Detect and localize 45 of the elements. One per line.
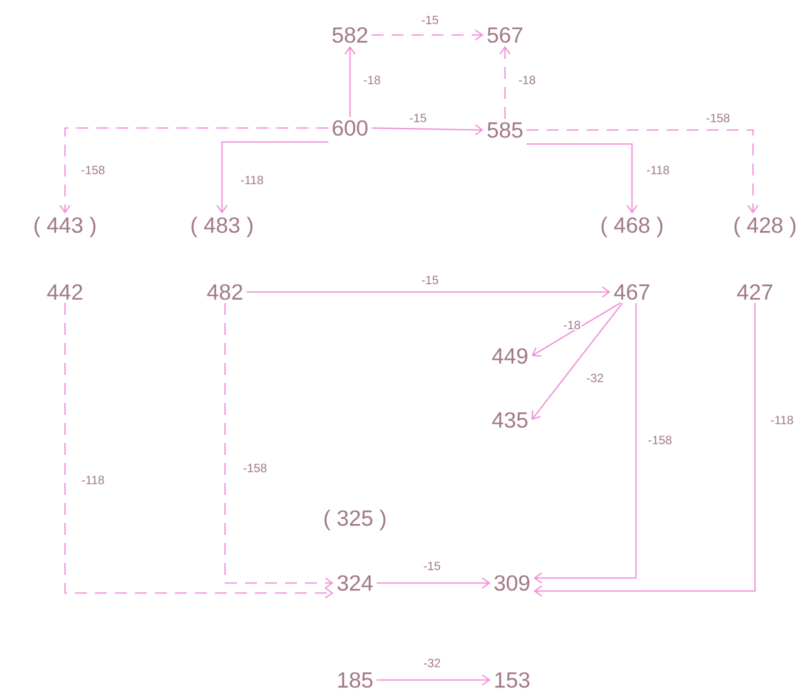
mass-value: 427 xyxy=(737,284,772,300)
mass-value: 435 xyxy=(492,412,528,428)
edge-label: -118 xyxy=(80,474,106,486)
arrow xyxy=(246,286,610,298)
edge-label: -32 xyxy=(585,372,605,384)
mass-value: 309 xyxy=(494,575,530,591)
mass-value: ( 428 ) xyxy=(734,216,796,238)
arrow xyxy=(59,127,328,214)
mass-value: ( 443 ) xyxy=(34,216,96,238)
mass-value: 585 xyxy=(488,122,522,138)
mass-value: 567 xyxy=(488,27,522,43)
arrow xyxy=(372,124,484,136)
arrow xyxy=(532,302,621,357)
mass-value: ( 468 ) xyxy=(602,216,662,238)
edge-label: -118 xyxy=(645,164,671,176)
edge-label: -18 xyxy=(562,320,582,330)
edge-label: -118 xyxy=(769,414,795,426)
arrow xyxy=(372,29,484,41)
arrow xyxy=(534,302,637,584)
edge-label: -158 xyxy=(647,434,673,446)
mass-value: 582 xyxy=(332,27,368,43)
mass-value: 482 xyxy=(207,284,242,300)
arrow xyxy=(534,302,756,597)
arrow xyxy=(532,302,623,420)
mass-value: 449 xyxy=(492,348,528,364)
arrow xyxy=(526,129,759,214)
mass-value: 324 xyxy=(337,575,373,591)
arrow xyxy=(344,46,356,117)
edge-label: -158 xyxy=(242,462,268,474)
arrow xyxy=(499,46,511,119)
arrow xyxy=(376,577,490,589)
arrow xyxy=(64,302,334,599)
edge-label: -32 xyxy=(422,658,442,668)
mass-value: 442 xyxy=(47,284,82,300)
mass-value: 185 xyxy=(338,672,372,688)
mass-value: ( 483 ) xyxy=(192,216,252,238)
mass-value: 153 xyxy=(495,672,530,688)
mass-value: ( 325 ) xyxy=(324,510,386,530)
mass-value: 600 xyxy=(332,120,368,136)
arrow xyxy=(526,143,638,214)
arrow xyxy=(216,141,328,214)
edge-label: -158 xyxy=(80,164,106,176)
arrow xyxy=(376,674,490,686)
arrow xyxy=(224,302,334,589)
mass-value: 467 xyxy=(614,284,650,300)
